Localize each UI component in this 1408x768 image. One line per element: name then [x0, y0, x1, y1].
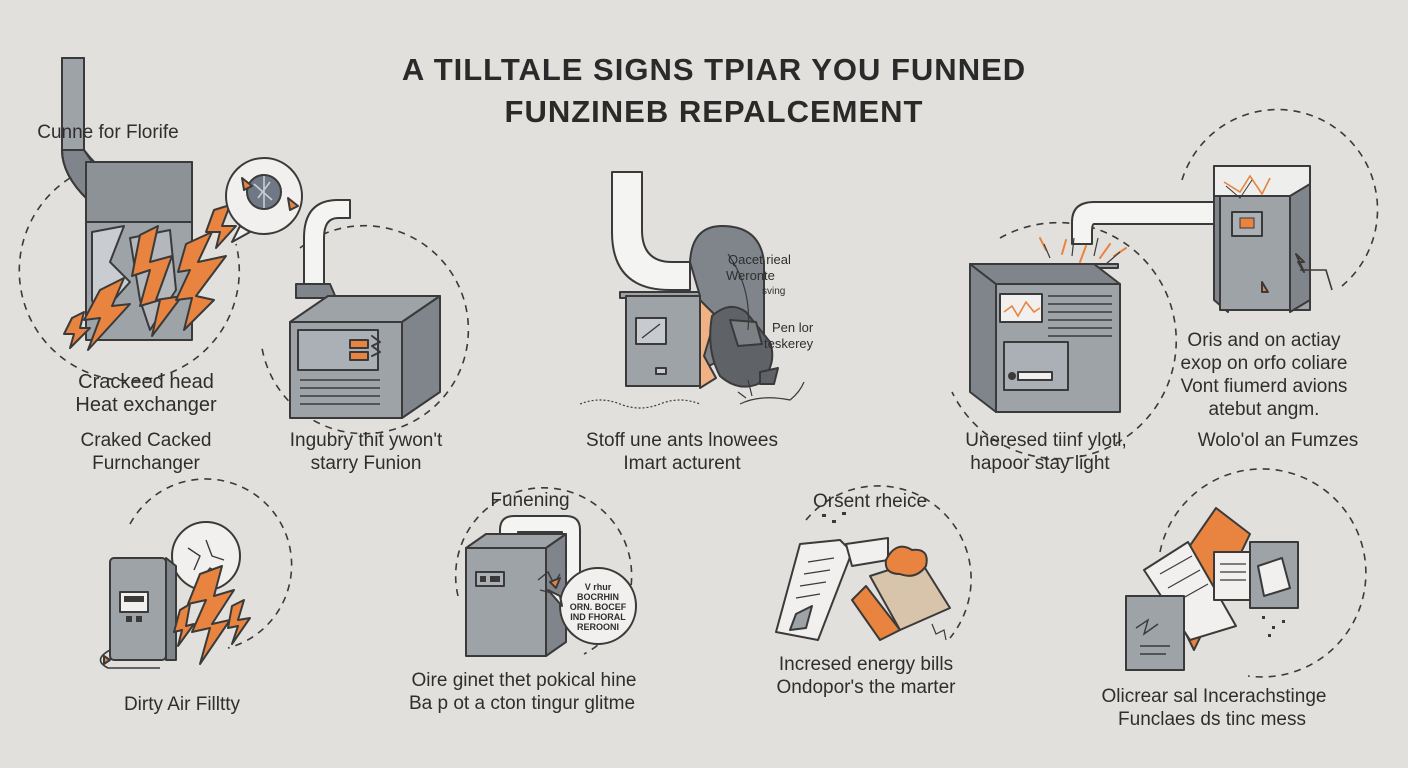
ignitor-caption-1: Ingubry thit ywon't	[289, 430, 443, 451]
pilot-light-caption-2: hapoor stay light	[970, 453, 1110, 474]
energy-bills-illustration	[775, 485, 972, 641]
age-caption-1: Oris and on actiay	[1187, 330, 1341, 351]
repairs-bubble-5: REROONI	[576, 622, 620, 632]
noises-caption-2: Imart acturent	[623, 453, 741, 474]
cracked-exchanger-caption-1: Crackeed head	[78, 371, 214, 393]
age-caption-3: Vont fiumerd avions	[1180, 376, 1348, 397]
energy-bills-caption-1: Incresed energy bills	[778, 654, 954, 675]
age-caption-4: atebut angm.	[1208, 399, 1320, 420]
pilot-light-furnace-illustration	[951, 201, 1229, 460]
cracked-exchanger-caption-2: Heat exchanger	[75, 394, 217, 416]
dirty-air-filter-illustration	[99, 478, 293, 669]
noisy-furnace-illustration	[579, 171, 805, 409]
noises-label-2: Weronte	[726, 268, 775, 283]
age-caption-2: exop on orfo coliare	[1180, 353, 1348, 374]
page-title-line1: A TILLTALE SIGNS TPIAR YOU FUNNED	[401, 52, 1027, 87]
noises-caption-1: Stoff une ants lnowees	[586, 430, 778, 451]
repairs-caption-2: Ba p ot a cton tingur glitme	[408, 693, 636, 714]
ignitor-furnace-illustration	[261, 199, 470, 435]
noises-label-4: Pen lor	[772, 320, 814, 335]
aging-furnace-illustration	[1181, 108, 1379, 313]
age-caption-5: Wolo'ol an Fumzes	[1197, 430, 1359, 451]
repairs-bubble-3: ORN. BOCEF	[569, 602, 627, 612]
noises-label-3: sving	[762, 286, 786, 297]
cracked-exchanger-caption-4: Furnchanger	[92, 453, 200, 474]
documents-illustration	[1125, 468, 1367, 678]
repairs-bubble-4: IND FHORAL	[570, 612, 626, 622]
repairs-furnace-illustration	[454, 487, 637, 657]
energy-bills-caption-2: Ondopor's the marter	[776, 677, 956, 698]
noises-label-5: teskerey	[764, 336, 814, 351]
repairs-heading: Funening	[490, 490, 570, 511]
documents-caption-1: Olicrear sal Incerachstinge	[1101, 686, 1327, 707]
ignitor-caption-2: starry Funion	[310, 453, 422, 474]
cracked-heat-exchanger-illustration	[18, 57, 303, 382]
page-title-line2: FUNZINEB REPALCEMENT	[504, 94, 924, 129]
repairs-bubble-1: V rhur	[584, 582, 612, 592]
repairs-bubble-2: BOCRHIN	[577, 592, 619, 602]
cracked-exchanger-caption-3: Craked Cacked	[80, 430, 212, 451]
pilot-light-caption-1: Uneresed tiinf ylotl,	[965, 430, 1127, 451]
cracked-exchanger-callout: Cunne for Florife	[37, 122, 179, 143]
repairs-caption-1: Oire ginet thet pokical hine	[411, 670, 637, 691]
noises-label-1: Qacet rieal	[728, 252, 791, 267]
energy-bills-heading: Orsent rheice	[812, 491, 928, 512]
documents-caption-2: Funclaes ds tinc mess	[1118, 709, 1306, 730]
air-filter-caption: Dirty Air Filltty	[123, 694, 241, 715]
